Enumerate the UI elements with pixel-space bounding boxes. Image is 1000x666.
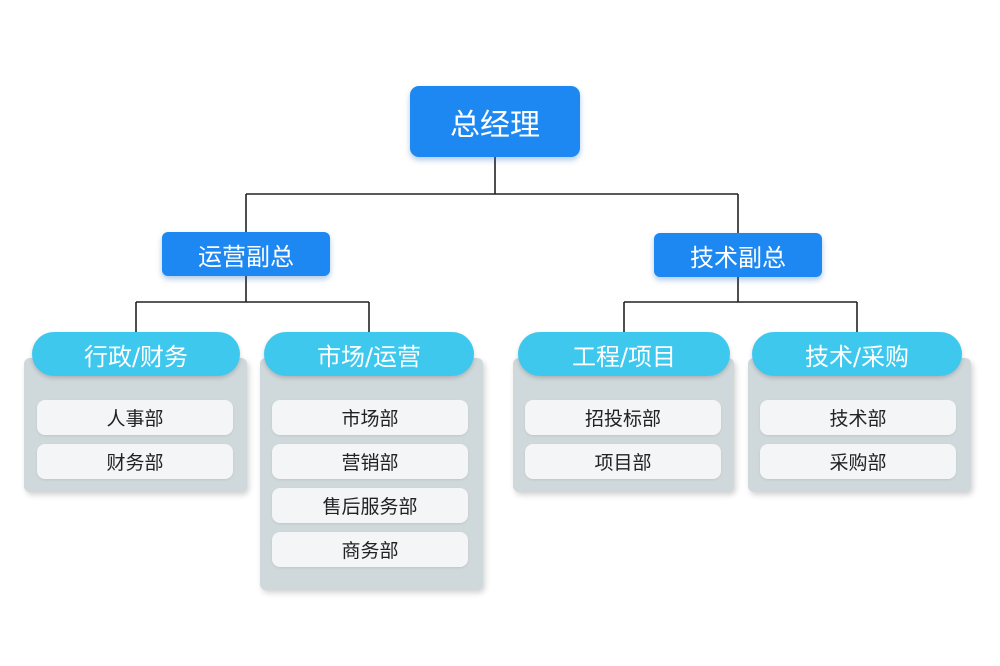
unit-procurement: 采购部 — [760, 444, 956, 479]
unit-bidding: 招投标部 — [525, 400, 721, 435]
dept-head-marketing-operations: 市场/运营 — [264, 332, 474, 376]
unit-business: 商务部 — [272, 532, 468, 567]
unit-market: 市场部 — [272, 400, 468, 435]
unit-sales: 营销部 — [272, 444, 468, 479]
unit-technology: 技术部 — [760, 400, 956, 435]
unit-after-sales: 售后服务部 — [272, 488, 468, 523]
unit-hr: 人事部 — [37, 400, 233, 435]
vp-operations-node: 运营副总 — [162, 232, 330, 276]
unit-finance: 财务部 — [37, 444, 233, 479]
dept-head-tech-procurement: 技术/采购 — [752, 332, 962, 376]
ceo-node: 总经理 — [410, 86, 580, 157]
dept-head-admin-finance: 行政/财务 — [32, 332, 240, 376]
unit-project: 项目部 — [525, 444, 721, 479]
vp-technology-node: 技术副总 — [654, 233, 822, 277]
dept-head-engineering-projects: 工程/项目 — [518, 332, 730, 376]
